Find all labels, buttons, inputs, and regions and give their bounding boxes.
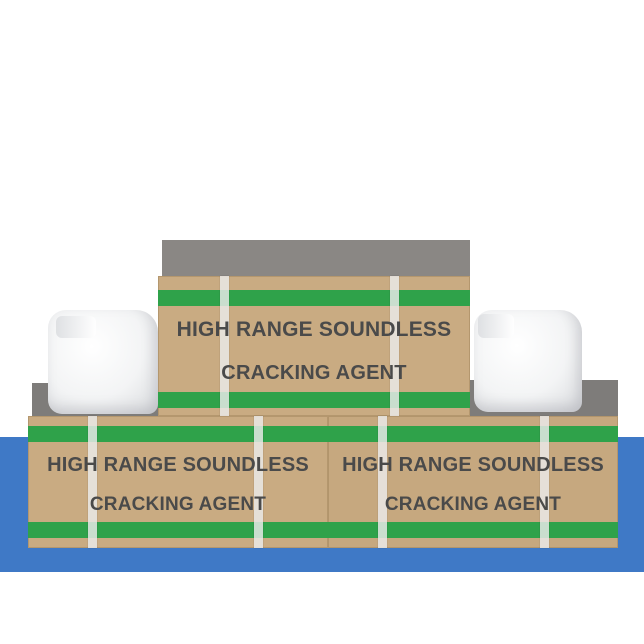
- top-carton-stripe-lower: [158, 392, 470, 408]
- bottom-left-strap-right: [254, 416, 263, 548]
- bottom-left-carton: HIGH RANGE SOUNDLESS CRACKING AGENT: [28, 416, 328, 548]
- powder-bag-left: [48, 310, 158, 414]
- bottom-left-stripe-upper: [28, 426, 328, 442]
- bottom-right-strap-left: [378, 416, 387, 548]
- bottom-left-label-line2: CRACKING AGENT: [89, 494, 267, 515]
- powder-bag-right: [474, 310, 582, 412]
- bottom-left-label-line1: HIGH RANGE SOUNDLESS: [47, 454, 309, 476]
- top-carton-label-line2: CRACKING AGENT: [221, 362, 407, 384]
- top-carton-stripe-upper: [158, 290, 470, 306]
- white-floor: [0, 572, 644, 644]
- bag-fold: [478, 314, 514, 338]
- bottom-right-strap-right: [540, 416, 549, 548]
- bag-fold: [56, 316, 96, 338]
- bottom-right-carton: HIGH RANGE SOUNDLESS CRACKING AGENT: [328, 416, 618, 548]
- bottom-right-label-line1: HIGH RANGE SOUNDLESS: [342, 454, 604, 476]
- top-carton: HIGH RANGE SOUNDLESS CRACKING AGENT: [158, 276, 470, 416]
- bottom-right-stripe-lower: [328, 522, 618, 538]
- top-box-lid: [162, 240, 470, 276]
- bottom-left-stripe-lower: [28, 522, 328, 538]
- top-carton-strap-right: [390, 276, 399, 416]
- bottom-right-label-line2: CRACKING AGENT: [384, 494, 562, 515]
- top-carton-label-line1: HIGH RANGE SOUNDLESS: [176, 318, 452, 341]
- top-carton-strap-left: [220, 276, 229, 416]
- bottom-left-strap-left: [88, 416, 97, 548]
- bottom-right-stripe-upper: [328, 426, 618, 442]
